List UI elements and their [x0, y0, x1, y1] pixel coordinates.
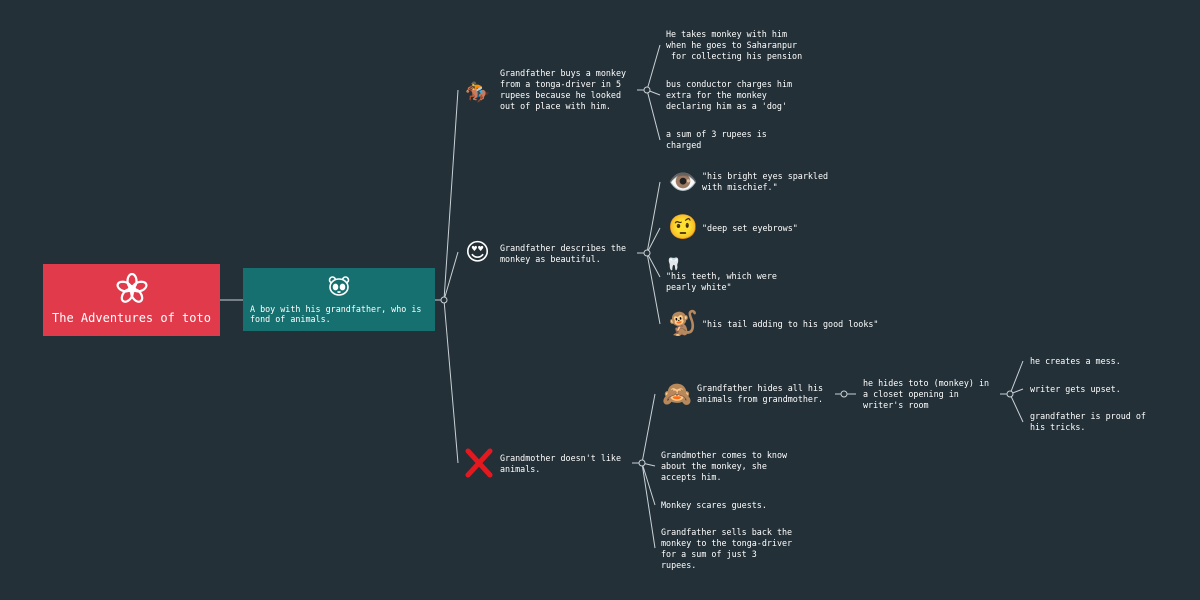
junction-closet	[1006, 390, 1014, 398]
hide-child-closet[interactable]: he hides toto (monkey) in a closet openi…	[863, 378, 990, 410]
branch2-child4[interactable]: "his tail adding to his good looks"	[702, 319, 879, 329]
junction-hide	[840, 390, 848, 398]
monkey-icon: 🐒	[668, 309, 698, 337]
junction-b1	[643, 86, 651, 94]
branch1-child1[interactable]: He takes monkey with him when he goes to…	[666, 29, 803, 61]
branch3-child2[interactable]: Grandmother comes to know about the monk…	[661, 450, 788, 482]
connector-hub-b1	[435, 89, 459, 301]
root-node[interactable]: The Adventures of toto	[43, 264, 220, 336]
raised-eyebrow-icon: 🤨	[668, 213, 698, 241]
eye-icon: 👁️	[668, 168, 698, 196]
connector-hub-b2	[443, 251, 459, 301]
branch1-child2[interactable]: bus conductor charges him extra for the …	[666, 79, 793, 111]
heart-eyes-icon: 😍	[465, 238, 491, 266]
cross-mark-icon	[465, 448, 493, 478]
branch3-text[interactable]: Grandmother doesn't like animals.	[500, 453, 622, 474]
connector-b3	[632, 393, 656, 549]
hub-text: A boy with his grandfather, who is fond …	[250, 304, 422, 324]
closet-child3[interactable]: grandfather is proud of his tricks.	[1030, 411, 1146, 432]
branch2-child2[interactable]: "deep set eyebrows"	[702, 223, 798, 233]
panda-icon	[328, 276, 350, 296]
junction-b2	[643, 249, 651, 257]
branch3-child4[interactable]: Grandfather sells back the monkey to the…	[661, 527, 793, 570]
hub-node[interactable]: A boy with his grandfather, who is fond …	[243, 268, 435, 331]
branch2-child1[interactable]: "his bright eyes sparkled with mischief.…	[702, 171, 829, 192]
closet-child1[interactable]: he creates a mess.	[1030, 356, 1121, 366]
closet-child2[interactable]: writer gets upset.	[1030, 384, 1121, 394]
see-no-evil-monkey-icon: 🙈	[662, 380, 692, 408]
branch3-child3[interactable]: Monkey scares guests.	[661, 500, 767, 510]
flower-icon	[116, 273, 148, 303]
connector-hub-b3	[443, 299, 459, 464]
branch3-child1[interactable]: Grandfather hides all his animals from g…	[697, 383, 824, 404]
junction-hub	[440, 296, 448, 304]
branch1-text[interactable]: Grandfather buys a monkey from a tonga-d…	[500, 68, 627, 111]
branch1-child3[interactable]: a sum of 3 rupees is charged	[666, 129, 767, 150]
branch2-child3[interactable]: "his teeth, which were pearly white"	[666, 271, 777, 292]
junction-b3	[638, 459, 646, 467]
branch2-text[interactable]: Grandfather describes the monkey as beau…	[500, 243, 627, 264]
root-title: The Adventures of toto	[52, 311, 211, 325]
horse-rider-icon: 🏇	[465, 80, 490, 104]
tooth-icon: 🦷	[666, 257, 681, 271]
